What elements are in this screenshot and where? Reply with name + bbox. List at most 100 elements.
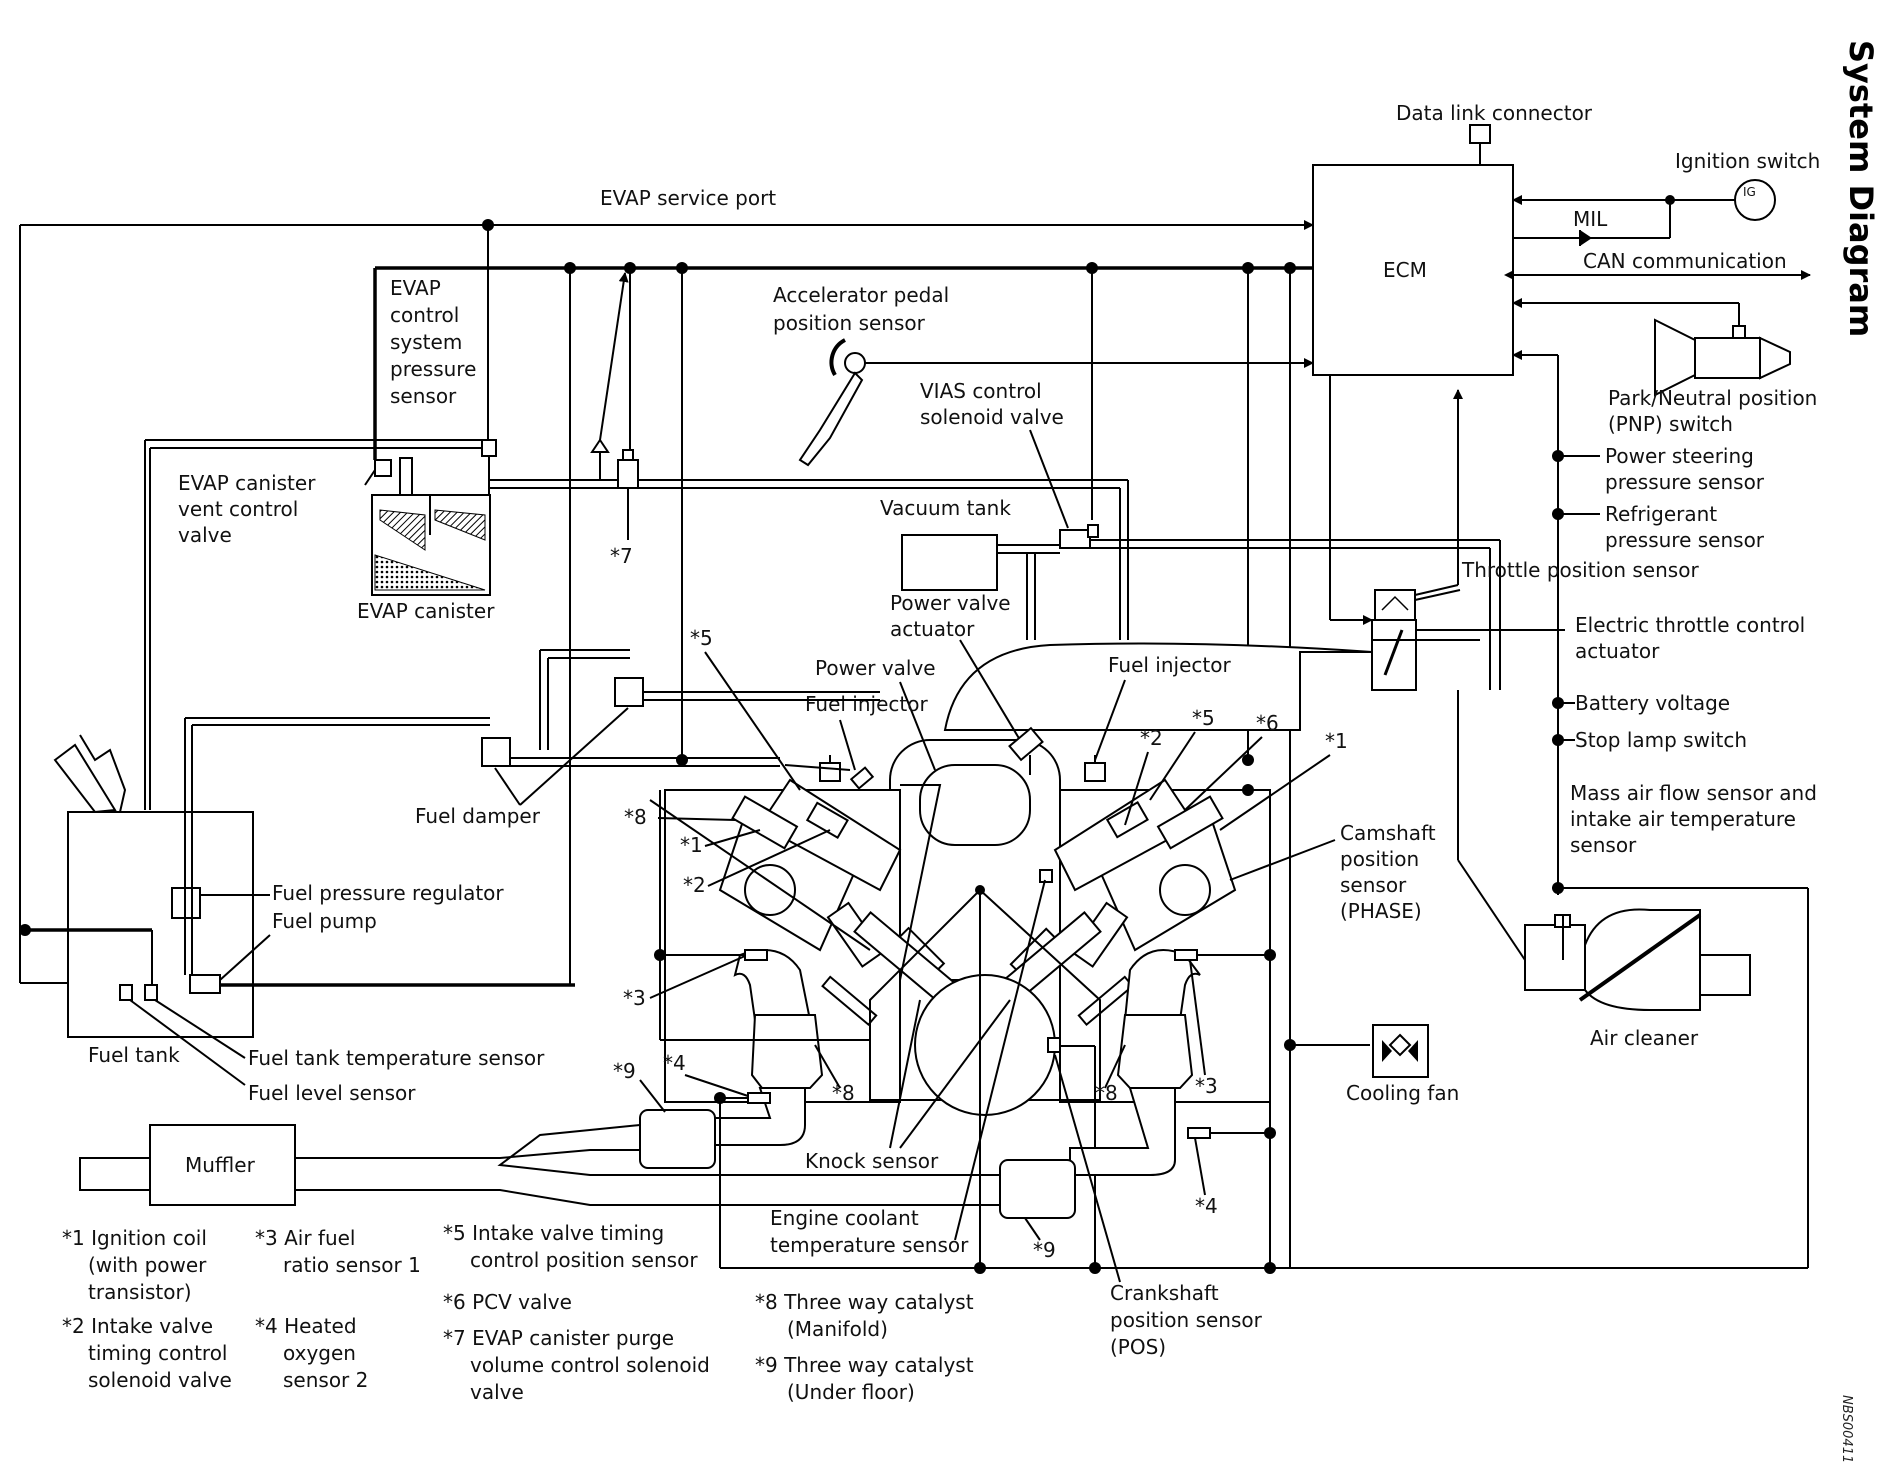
fuel-tank-temp-label: Fuel tank temperature sensor	[248, 1046, 545, 1070]
evap-canister: EVAP canister EVAP canister vent control…	[178, 276, 1129, 640]
star9-right-label: *9	[1033, 1238, 1056, 1262]
fuel-injector-right-label: Fuel injector	[1108, 653, 1231, 677]
legend-7-line-2: volume control solenoid	[470, 1353, 710, 1377]
legend-2-line-1: *2 Intake valve	[62, 1314, 213, 1338]
stop-lamp-switch-label: Stop lamp switch	[1575, 728, 1747, 752]
mil-label: MIL	[1573, 207, 1608, 231]
refrigerant-label-2: pressure sensor	[1605, 528, 1765, 552]
star2-label: *2	[1140, 726, 1163, 750]
pnp-switch: Park/Neutral position (PNP) switch	[1512, 298, 1817, 436]
data-link-connector-label: Data link connector	[1396, 101, 1593, 125]
star4-left-label: *4	[663, 1051, 686, 1075]
accelerator-pedal: Accelerator pedal position sensor	[773, 283, 1314, 467]
top-harness	[19, 219, 1314, 1268]
power-valve-actuator-label-2: actuator	[890, 617, 975, 641]
mil-lamp: MIL	[1513, 195, 1675, 246]
ecm-label: ECM	[1383, 258, 1427, 282]
legend-1-line-2: (with power	[88, 1253, 207, 1277]
legend-4-line-3: sensor 2	[283, 1368, 368, 1392]
knock-sensor-label: Knock sensor	[805, 1149, 939, 1173]
legend-2-line-2: timing control	[88, 1341, 228, 1365]
can-communication: CAN communication	[1504, 249, 1811, 280]
ecm-module: ECM	[1312, 164, 1514, 376]
evap-pressure-label-2: control	[390, 303, 459, 327]
evap-vent-valve-label-1: EVAP canister	[178, 471, 316, 495]
air-cleaner-label: Air cleaner	[1590, 1026, 1699, 1050]
legend-7-line-1: *7 EVAP canister purge	[443, 1326, 674, 1350]
legend-5-line-2: control position sensor	[470, 1248, 698, 1272]
star5-left-label: *5	[690, 626, 713, 650]
evap-canister-label: EVAP canister	[357, 599, 495, 623]
legend-1-line-1: *1 Ignition coil	[62, 1226, 207, 1250]
star6-label: *6	[1256, 711, 1279, 735]
star3-left-label: *3	[623, 986, 646, 1010]
power-steering-label-2: pressure sensor	[1605, 470, 1765, 494]
star2-left-label: *2	[683, 873, 706, 897]
coolant-label-2: temperature sensor	[770, 1233, 969, 1257]
right-sensor-bus: Power steering pressure sensor Refrigera…	[1512, 350, 1817, 895]
evap-vent-valve-label-3: valve	[178, 523, 232, 547]
legend-3-line-2: ratio sensor 1	[283, 1253, 421, 1277]
muffler-label: Muffler	[185, 1153, 256, 1177]
star5-right-label: *5	[1192, 706, 1215, 730]
coolant-label-1: Engine coolant	[770, 1206, 919, 1230]
legend-6-line-1: *6 PCV valve	[443, 1290, 572, 1314]
crankshaft-label-2: position sensor	[1110, 1308, 1263, 1332]
power-steering-label-1: Power steering	[1605, 444, 1754, 468]
legend-9-line-1: *9 Three way catalyst	[755, 1353, 974, 1377]
legend: *1 Ignition coil (with power transistor)…	[62, 1221, 974, 1404]
exhaust-labels: *3 *9 *4 *8 *8 *3 *4 *9 Knock sensor Eng…	[613, 879, 1263, 1359]
image-code: NBS00411	[1839, 1395, 1854, 1463]
maf-label-2: intake air temperature	[1570, 807, 1796, 831]
vacuum-tank-label: Vacuum tank	[880, 496, 1011, 520]
camshaft-label-4: (PHASE)	[1340, 899, 1422, 923]
battery-voltage-label: Battery voltage	[1575, 691, 1730, 715]
evap-pressure-label-3: system	[390, 330, 462, 354]
evap-service-port: EVAP service port *7	[590, 186, 776, 568]
camshaft-label-2: position	[1340, 847, 1419, 871]
evap-service-port-label: EVAP service port	[600, 186, 776, 210]
fuel-pressure-regulator-label: Fuel pressure regulator	[272, 881, 504, 905]
throttle-actuator-label-1: Electric throttle control	[1575, 613, 1805, 637]
evap-vent-valve-label-2: vent control	[178, 497, 298, 521]
evap-pressure-label-5: sensor	[390, 384, 457, 408]
legend-8-line-2: (Manifold)	[787, 1317, 888, 1341]
camshaft-label-3: sensor	[1340, 873, 1407, 897]
left-bank-labels: *5 *8 *1 *2	[624, 626, 831, 897]
fuel-tank-label: Fuel tank	[88, 1043, 180, 1067]
can-communication-label: CAN communication	[1583, 249, 1787, 273]
star6-left-label: *8	[624, 805, 647, 829]
accelerator-label-1: Accelerator pedal	[773, 283, 949, 307]
fuel-pump-label: Fuel pump	[272, 909, 377, 933]
throttle-body: Throttle position sensor Electric thrott…	[1329, 375, 1805, 961]
fuel-damper: Fuel damper	[415, 649, 880, 828]
legend-9-line-2: (Under floor)	[787, 1380, 915, 1404]
intake-plenum: Power valve Power valve actuator	[815, 591, 1373, 981]
power-valve-label: Power valve	[815, 656, 936, 680]
maf-label-3: sensor	[1570, 833, 1637, 857]
star8-right-label: *8	[1095, 1081, 1118, 1105]
exhaust-system: Muffler	[79, 754, 1808, 1274]
pnp-switch-label-1: Park/Neutral position	[1608, 386, 1817, 410]
vias-label-1: VIAS control	[920, 379, 1042, 403]
legend-7-line-3: valve	[470, 1380, 524, 1404]
star1-right-label: *1	[1325, 729, 1348, 753]
ig-text: IG	[1743, 185, 1756, 199]
cooling-fan: Cooling fan	[1346, 1024, 1459, 1105]
star8-left-label: *8	[832, 1081, 855, 1105]
fuel-damper-label: Fuel damper	[415, 804, 541, 828]
legend-4-line-1: *4 Heated	[255, 1314, 357, 1338]
throttle-position-label: Throttle position sensor	[1461, 558, 1699, 582]
vias-label-2: solenoid valve	[920, 405, 1064, 429]
crankshaft-label-1: Crankshaft	[1110, 1281, 1219, 1305]
diagram-title: System Diagram	[1842, 40, 1878, 337]
star1-left-label: *1	[680, 833, 703, 857]
star9-left-label: *9	[613, 1059, 636, 1083]
star3-right-label: *3	[1195, 1074, 1218, 1098]
ignition-switch: IG Ignition switch	[1512, 149, 1820, 221]
legend-1-line-3: transistor)	[88, 1280, 192, 1304]
fuel-tank: Fuel tank Fuel tank temperature sensor F…	[19, 717, 575, 1105]
star4-right-label: *4	[1195, 1194, 1218, 1218]
vacuum-tank: Vacuum tank VIAS control solenoid valve	[880, 379, 1501, 690]
